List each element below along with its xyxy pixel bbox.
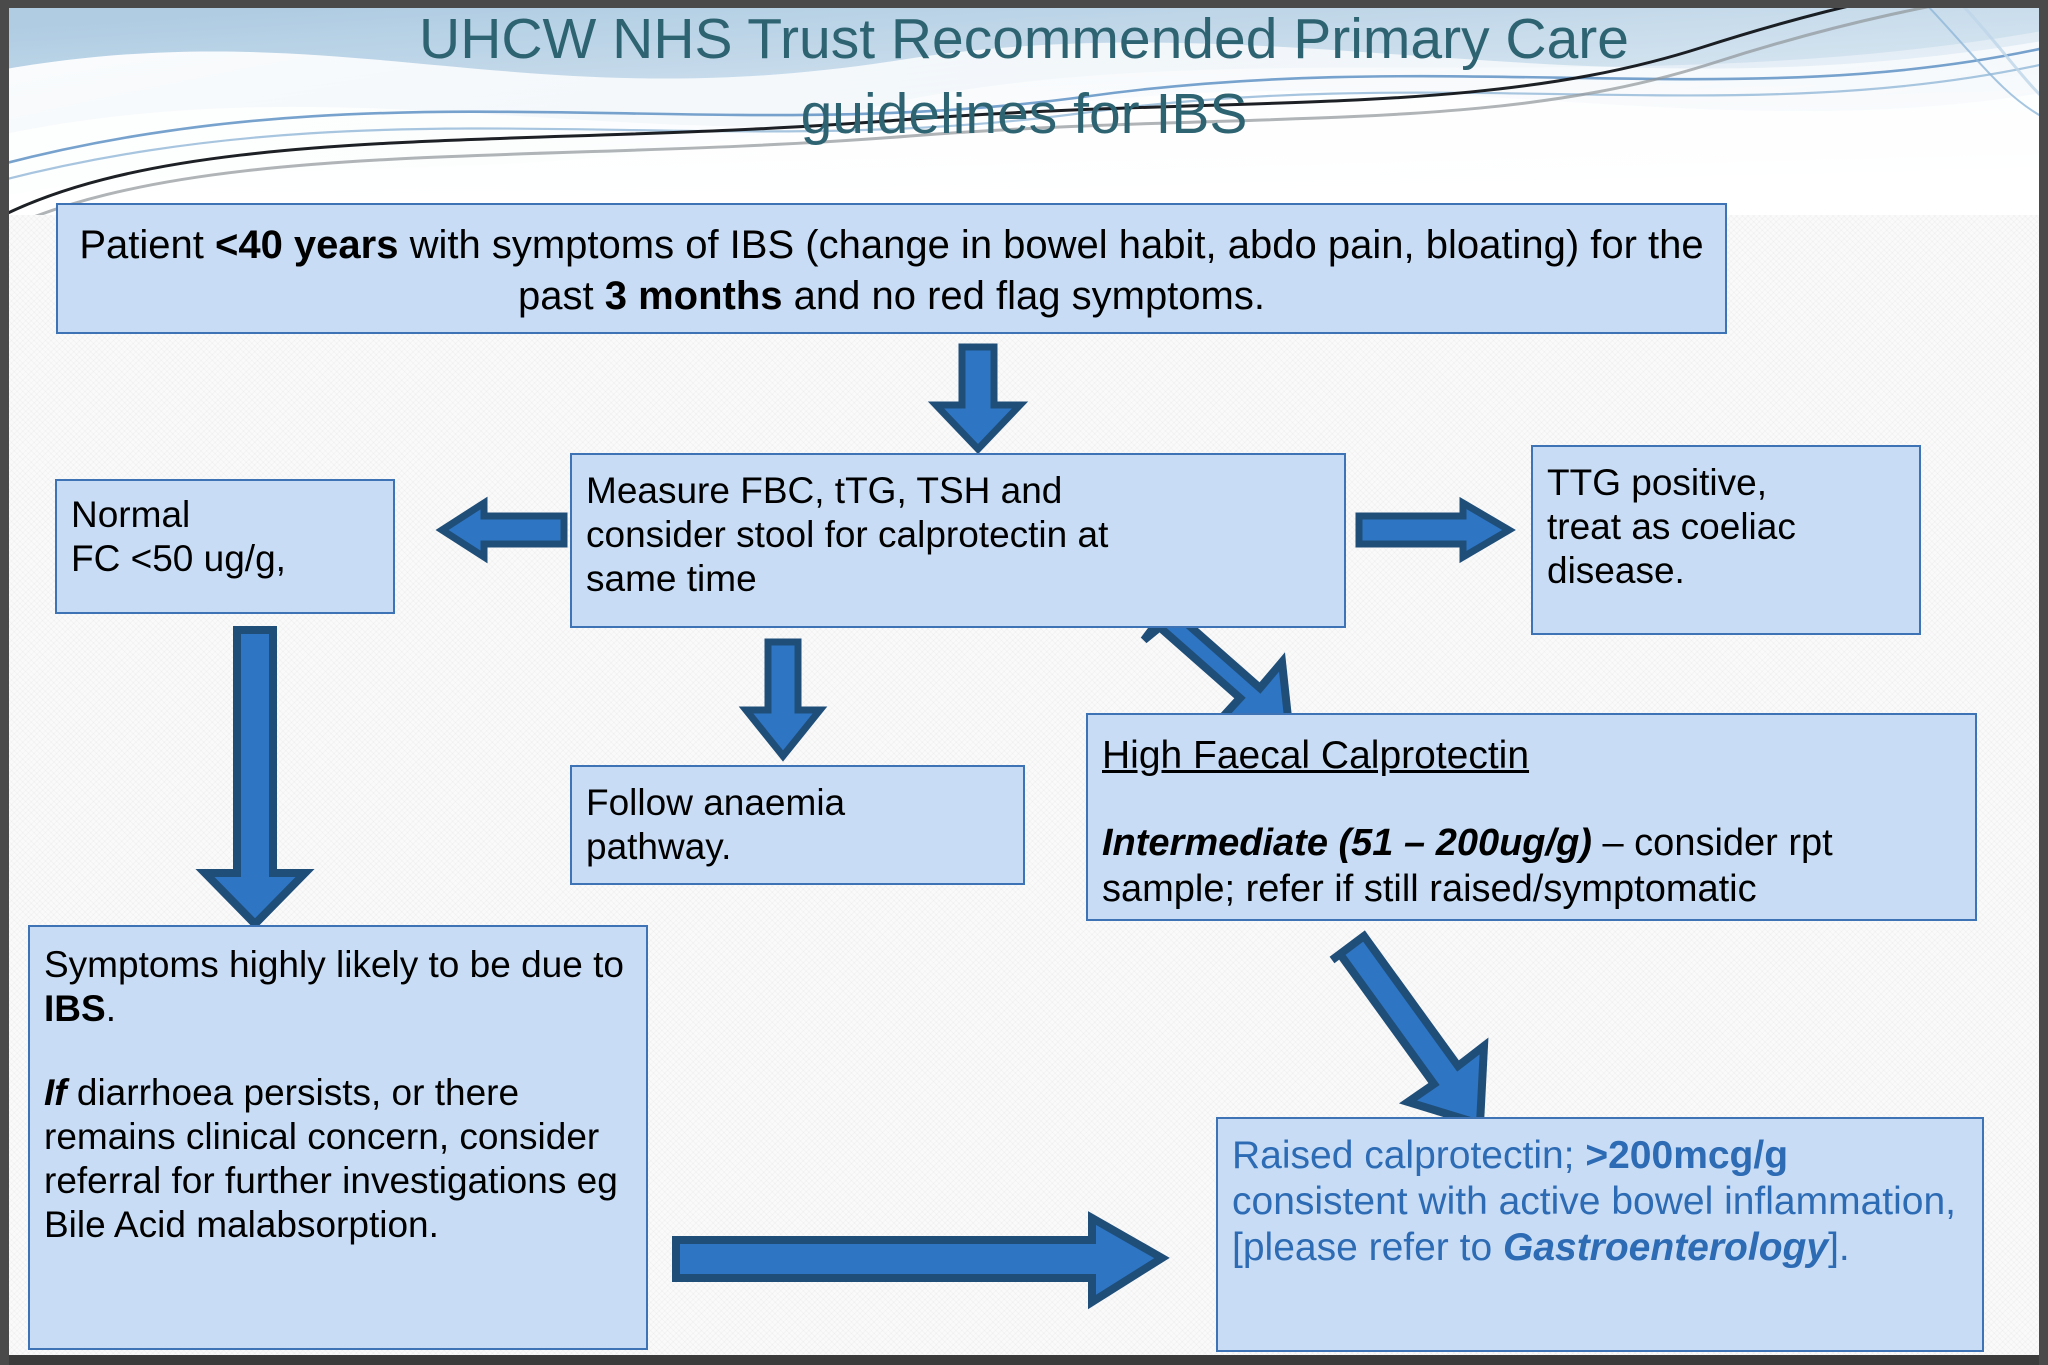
box-anaemia-pathway[interactable]: Follow anaemia pathway. (570, 765, 1025, 885)
raised-text-1: Raised calprotectin; (1232, 1134, 1586, 1177)
raised-text-4: Gastroenterology (1502, 1226, 1829, 1270)
highfc-text-1: Intermediate (51 – 200ug/g) (1102, 822, 1592, 865)
normal-line-2: FC <50 ug/g, (71, 538, 286, 580)
box-high-faecal-calprotectin[interactable]: High Faecal Calprotectin Intermediate (5… (1086, 713, 1977, 921)
symptoms-text-2: IBS (44, 988, 106, 1030)
highfc-body: Intermediate (51 – 200ug/g) – consider r… (1102, 821, 1961, 912)
ttg-line-3: disease. (1547, 550, 1685, 592)
box-patient-criteria[interactable]: Patient <40 years with symptoms of IBS (… (56, 203, 1727, 334)
box-measure-tests[interactable]: Measure FBC, tTG, TSH and consider stool… (570, 453, 1346, 628)
patient-text-3: with symptoms of IBS (change in bowel ha… (398, 223, 1704, 319)
ttg-line-2: treat as coeliac (1547, 506, 1796, 548)
symptoms-text-3: . (105, 988, 116, 1030)
symptoms-paragraph-2: If diarrhoea persists, or there remains … (44, 1071, 632, 1247)
arrow-symptoms-to-raised (672, 1211, 1170, 1310)
box-raised-calprotectin[interactable]: Raised calprotectin; >200mcg/g consisten… (1216, 1117, 1984, 1352)
symptoms-paragraph-1: Symptoms highly likely to be due to IBS. (44, 943, 632, 1031)
highfc-heading: High Faecal Calprotectin (1102, 734, 1530, 777)
raised-text-5: ]. (1828, 1226, 1850, 1270)
box-ttg-positive[interactable]: TTG positive, treat as coeliac disease. (1531, 445, 1921, 635)
arrow-measure-to-ttg (1355, 496, 1516, 564)
raised-text-2: >200mcg/g (1585, 1134, 1789, 1177)
arrow-measure-to-normal (435, 496, 568, 564)
arrow-highfc-to-raised (1320, 930, 1520, 1130)
arrow-patient-to-measure (927, 343, 1029, 455)
frame-bottom-edge (0, 1355, 2048, 1365)
arrow-measure-to-anaemia (738, 638, 828, 762)
anaemia-line-2: pathway. (586, 826, 732, 868)
anaemia-line-1: Follow anaemia (586, 782, 846, 823)
patient-text-1: Patient (79, 223, 215, 267)
symptoms-text-5: diarrhoea persists, or there remains cli… (44, 1072, 618, 1246)
raised-text-3: consistent with active bowel inflammatio… (1232, 1180, 1956, 1270)
measure-line-2: consider stool for calprotectin at (586, 514, 1109, 556)
measure-line-3: same time (586, 558, 757, 600)
ttg-line-1: TTG positive, (1547, 462, 1767, 503)
patient-text-4: 3 months (604, 274, 783, 319)
patient-text-2: <40 years (214, 223, 399, 267)
patient-text-5: and no red flag symptoms. (782, 274, 1265, 319)
normal-line-1: Normal (71, 494, 191, 535)
measure-line-1: Measure FBC, tTG, TSH and (586, 470, 1063, 511)
box-normal-fc[interactable]: Normal FC <50 ug/g, (55, 479, 395, 614)
highfc-text-2: – consider rpt sample; refer if still ra… (1102, 822, 1833, 910)
arrow-normal-to-symptoms (195, 626, 315, 930)
symptoms-text-1: Symptoms highly likely to be due to (44, 944, 624, 985)
symptoms-text-4: If (44, 1072, 67, 1114)
box-symptoms-ibs[interactable]: Symptoms highly likely to be due to IBS.… (28, 925, 648, 1350)
header-banner-graphic (0, 0, 2048, 215)
